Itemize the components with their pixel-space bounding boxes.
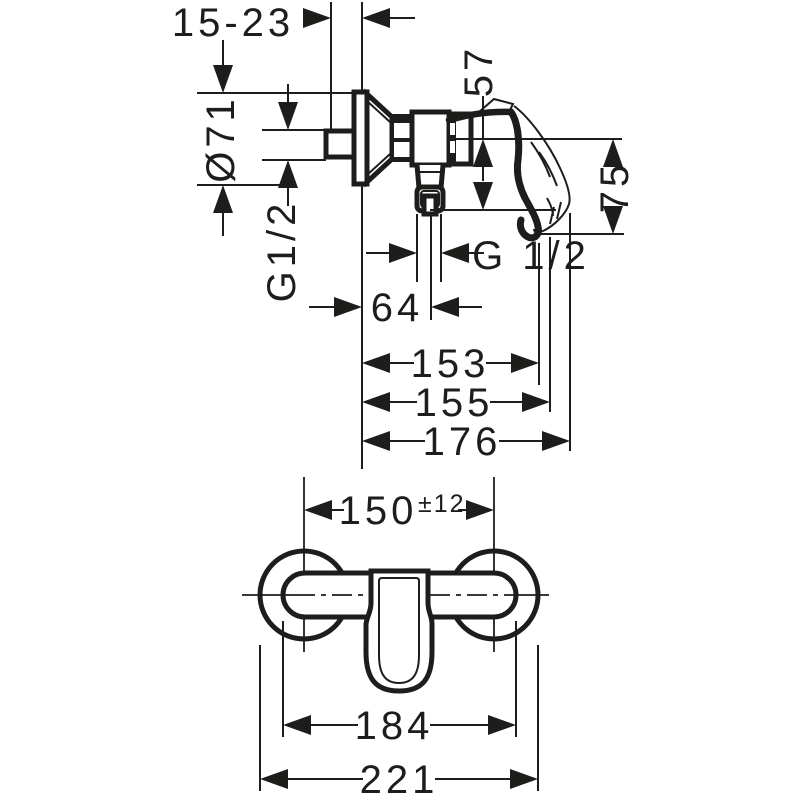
handle-front bbox=[363, 568, 435, 694]
supply-centers-label: 150 bbox=[339, 489, 418, 533]
supply-thread-label: G1/2 bbox=[260, 200, 304, 303]
escutcheon-cone bbox=[364, 88, 395, 188]
dim-supply-thread: G1/2 bbox=[260, 84, 326, 302]
handle-side-contour bbox=[513, 105, 571, 234]
handle-lever-front bbox=[507, 108, 542, 242]
overall-width-label: 221 bbox=[360, 758, 439, 800]
axis-to-outlet-label: 57 bbox=[457, 45, 501, 98]
dim-projection-body: 153 bbox=[362, 342, 539, 386]
dim-wall-to-outlet-axis: 64 bbox=[309, 286, 482, 330]
dim-projection-mid: 155 bbox=[362, 381, 550, 425]
projection-total-label: 176 bbox=[423, 420, 502, 464]
dim-axis-to-handle-bottom: 75 bbox=[593, 139, 637, 234]
axis-to-handle-bottom-label: 75 bbox=[593, 161, 637, 214]
dim-overall-width: 221 bbox=[259, 645, 539, 800]
dim-outlet-thread: G 1/2 bbox=[366, 234, 590, 278]
dim-wall-depth: 15-23 bbox=[172, 1, 415, 93]
body-width-label: 184 bbox=[355, 704, 434, 748]
dim-projection-total: 176 bbox=[362, 420, 570, 464]
supply-centers-tolerance-label: ±12 bbox=[418, 490, 466, 518]
dim-axis-to-outlet: 57 bbox=[457, 45, 501, 210]
valve-body bbox=[409, 109, 452, 168]
projection-body-label: 153 bbox=[411, 342, 490, 386]
side-view: 15-23 Ø71 G1/2 bbox=[172, 1, 637, 469]
dim-escutcheon-diameter: Ø71 bbox=[197, 92, 356, 236]
escutcheon-diameter-label: Ø71 bbox=[199, 95, 243, 183]
outlet-thread-label: G 1/2 bbox=[472, 234, 590, 278]
wall-depth-range-label: 15-23 bbox=[172, 1, 294, 45]
dim-body-width: 184 bbox=[282, 621, 517, 748]
reference-lines bbox=[416, 138, 624, 451]
front-view: 150 ±12 bbox=[242, 477, 549, 800]
hose-nipple bbox=[421, 193, 439, 217]
wall-to-outlet-axis-label: 64 bbox=[371, 286, 424, 330]
dim-supply-centers: 150 ±12 bbox=[304, 489, 494, 533]
handle-ridge bbox=[476, 97, 515, 116]
wall-lines bbox=[330, 2, 363, 469]
projection-mid-label: 155 bbox=[415, 381, 494, 425]
handle-top-edge bbox=[445, 108, 515, 124]
